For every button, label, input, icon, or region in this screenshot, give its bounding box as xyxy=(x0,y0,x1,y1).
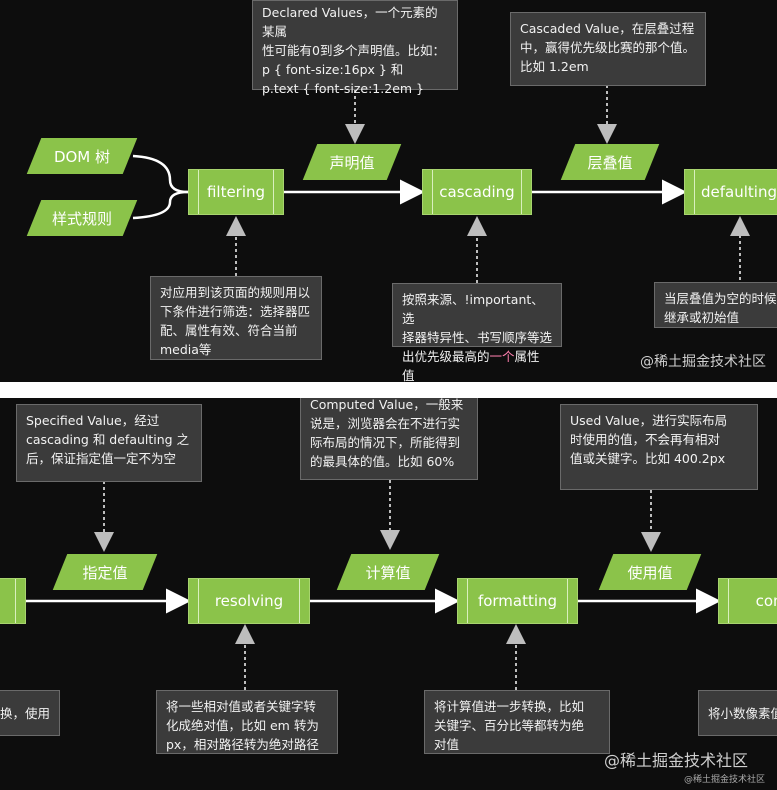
bottom-connectors xyxy=(26,480,721,690)
note-filtering: 对应用到该页面的规则用以 下条件进行筛选：选择器匹 配、属性有效、符合当前 me… xyxy=(150,276,322,360)
watermark-small: @稀土掘金技术社区 xyxy=(684,775,766,785)
note-computed-value: Computed Value，一般来 说是，浏览器会在不进行实 际布局的情况下，… xyxy=(300,398,478,480)
note-left-cut: 换，使用 xyxy=(0,690,60,736)
note-cascaded-value: Cascaded Value，在层叠过程 中，赢得优先级比赛的那个值。 比如 1… xyxy=(510,12,706,86)
watermark: @稀土掘金技术社区 xyxy=(604,751,749,770)
note-specified-value: Specified Value，经过 cascading 和 defaultin… xyxy=(16,404,202,482)
note-used-value: Used Value，进行实际布局 时使用的值，不会再有相对 值或关键字。比如 … xyxy=(560,404,758,490)
watermark: @稀土掘金技术社区 xyxy=(640,354,766,370)
step-defaulting-cut xyxy=(0,578,26,624)
value-cascaded: 层叠值 xyxy=(568,144,652,180)
value-computed: 计算值 xyxy=(344,554,432,590)
top-panel: DOM 树 样式规则 filtering cascading defaultin… xyxy=(0,0,777,382)
top-connectors xyxy=(132,85,750,283)
value-used: 使用值 xyxy=(606,554,694,590)
note-declared-values: Declared Values，一个元素的某属 性可能有0到多个声明值。比如： … xyxy=(252,0,458,96)
step-constraining: cons xyxy=(718,578,777,624)
step-formatting: formatting xyxy=(457,578,578,624)
value-declared: 声明值 xyxy=(310,144,394,180)
note-defaulting: 当层叠值为空的时候 继承或初始值 xyxy=(654,282,777,328)
step-cascading: cascading xyxy=(422,169,532,215)
input-dom-tree: DOM 树 xyxy=(34,138,130,174)
step-resolving: resolving xyxy=(188,578,310,624)
note-cascading: 按照来源、!important、选 择器特异性、书写顺序等选 出优先级最高的一个… xyxy=(392,283,562,382)
value-specified: 指定值 xyxy=(60,554,150,590)
note-formatting: 将计算值进一步转换，比如 关键字、百分比等都转为绝 对值 xyxy=(424,690,610,754)
input-style-rules: 样式规则 xyxy=(34,200,130,236)
note-resolving: 将一些相对值或者关键字转 化成绝对值，比如 em 转为 px，相对路径转为绝对路… xyxy=(156,690,338,754)
step-filtering: filtering xyxy=(188,169,284,215)
bottom-panel: resolving formatting cons 指定值 计算值 使用值 Sp… xyxy=(0,398,777,790)
note-right-cut: 将小数像素值 xyxy=(698,690,777,736)
step-defaulting: defaulting xyxy=(684,169,777,215)
